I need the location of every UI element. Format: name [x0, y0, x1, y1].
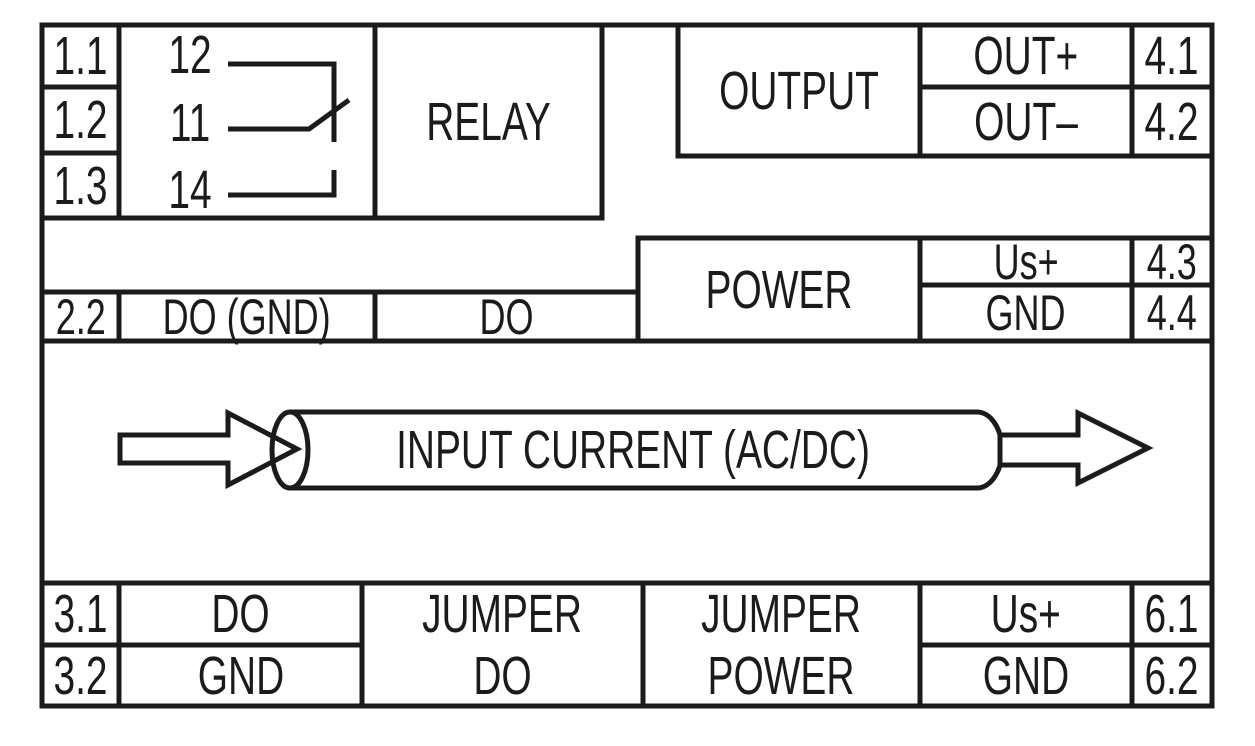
contact-nc-12-path — [228, 61, 337, 142]
jumper-do-line1: JUMPER — [422, 584, 583, 644]
us-plus-top-label: Us+ — [993, 233, 1059, 290]
terminal-3-2: 3.2 — [53, 645, 108, 706]
do-mid-label: DO — [479, 288, 534, 345]
contact-pin-12: 12 — [168, 25, 212, 85]
relay-label: RELAY — [426, 91, 551, 152]
jumper-do-line2: DO — [473, 645, 532, 706]
diagram-grid — [39, 22, 1215, 709]
terminal-4-3: 4.3 — [1146, 233, 1198, 290]
contact-common-11-blade — [228, 97, 351, 132]
flow-arrow-right-icon — [997, 408, 1154, 488]
terminal-1-1: 1.1 — [53, 26, 108, 86]
terminal-1-3: 1.3 — [53, 155, 108, 216]
cell-terminal-6-2 — [1129, 642, 1215, 709]
terminal-2-2: 2.2 — [55, 288, 106, 345]
gnd-top-label: GND — [985, 285, 1066, 341]
relay-contact-symbol — [228, 61, 351, 198]
jumper-power-line2: POWER — [708, 645, 855, 706]
gnd-bottom-right-label: GND — [982, 645, 1070, 706]
cell-do-mid — [372, 289, 641, 344]
flow-arrow-left-icon — [117, 408, 303, 490]
terminal-4-4: 4.4 — [1146, 285, 1198, 341]
power-label: POWER — [705, 259, 853, 320]
input-current-conductor — [117, 408, 1154, 491]
out-minus-label: OUT– — [974, 91, 1078, 152]
contact-pin-14: 14 — [168, 160, 212, 220]
out-plus-label: OUT+ — [973, 26, 1079, 86]
output-label: OUTPUT — [719, 60, 879, 121]
do-gnd-label: DO (GND) — [163, 288, 331, 345]
terminal-4-1: 4.1 — [1144, 26, 1200, 86]
cylinder-left-cap — [269, 409, 311, 491]
contact-pin-11: 11 — [169, 93, 211, 153]
do-bottom-label: DO — [211, 584, 270, 644]
cell-relay-label — [372, 22, 605, 221]
terminal-4-2: 4.2 — [1144, 91, 1200, 152]
terminal-6-2: 6.2 — [1144, 645, 1200, 706]
contact-no-14-path — [228, 170, 337, 198]
cell-terminal-4-2 — [1129, 84, 1215, 159]
input-current-label: INPUT CURRENT (AC/DC) — [396, 420, 871, 480]
us-plus-bottom-label: Us+ — [990, 584, 1062, 644]
cell-terminal-4-4 — [1129, 282, 1215, 344]
terminal-1-2: 1.2 — [53, 90, 108, 150]
terminal-3-1: 3.1 — [53, 584, 108, 644]
gnd-bottom-label: GND — [197, 645, 284, 706]
terminal-6-1: 6.1 — [1144, 584, 1200, 644]
jumper-power-line1: JUMPER — [701, 584, 862, 644]
